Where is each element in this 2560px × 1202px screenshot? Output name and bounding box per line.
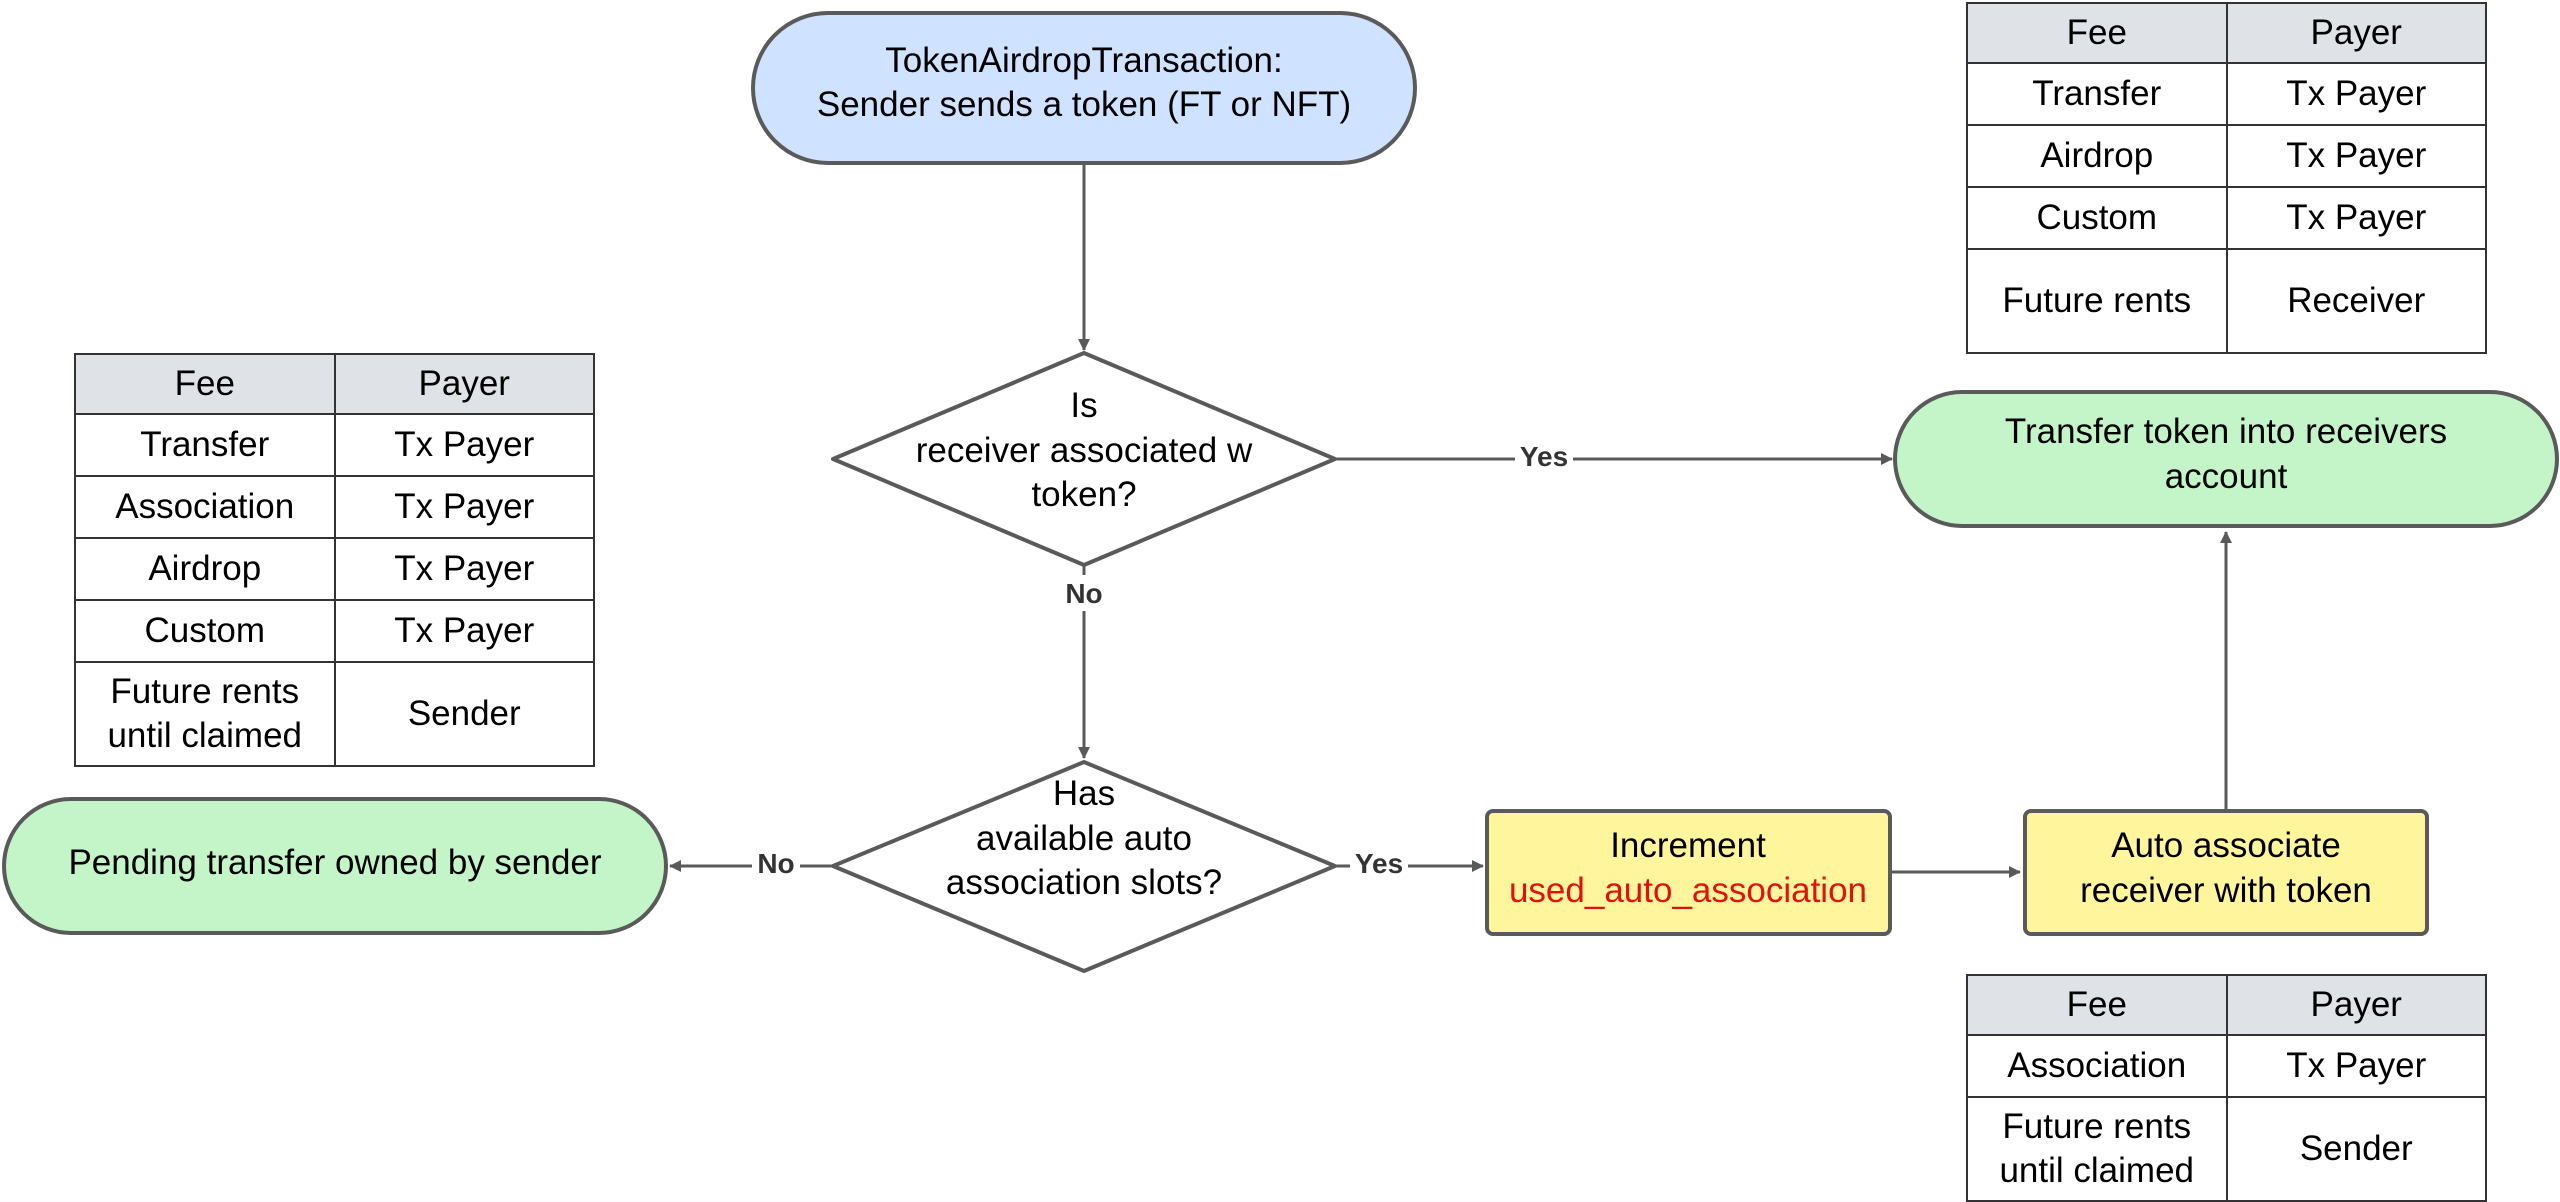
cell-payer: Tx Payer — [2225, 62, 2487, 126]
increment-node: Increment used_auto_association — [1485, 809, 1892, 936]
decision-associated-line3: token? — [1031, 475, 1136, 514]
edge-label-yes-bottom-bg — [1350, 845, 1408, 881]
edge-label-yes-bottom: Yes — [1355, 848, 1403, 879]
decision-slots-line3: association slots? — [946, 863, 1222, 902]
cell-payer: Tx Payer — [2225, 186, 2487, 250]
cell-fee: Association — [74, 475, 336, 539]
transfer-node-line1: Transfer token into receivers — [2005, 412, 2447, 451]
edge-label-yes-top-bg — [1515, 438, 1573, 474]
transfer-node-line2: account — [2165, 457, 2288, 496]
pending-node-shape — [2, 797, 668, 935]
increment-node-line1: Increment — [1610, 826, 1766, 865]
pending-node: Pending transfer owned by sender — [2, 797, 668, 935]
decision-slots-shape — [831, 760, 1337, 973]
start-node-line2: Sender sends a token (FT or NFT) — [817, 85, 1351, 124]
transfer-node: Transfer token into receivers account — [1893, 390, 2559, 528]
edge-label-yes-top: Yes — [1520, 441, 1568, 472]
header-payer: Payer — [2225, 2, 2487, 64]
cell-payer: Tx Payer — [333, 413, 595, 477]
cell-payer: Tx Payer — [2225, 124, 2487, 188]
cell-payer: Tx Payer — [333, 475, 595, 539]
auto-associate-node: Auto associate receiver with token — [2023, 809, 2429, 936]
decision-slots-line1: Has — [1053, 774, 1115, 813]
auto-associate-node-line1: Auto associate — [2111, 826, 2341, 865]
header-payer: Payer — [333, 353, 595, 415]
pending-node-line1: Pending transfer owned by sender — [68, 843, 601, 882]
cell-payer: Receiver — [2225, 248, 2487, 354]
header-fee: Fee — [74, 353, 336, 415]
decision-associated-line1: Is — [1070, 386, 1097, 425]
cell-fee: Custom — [1966, 186, 2228, 250]
edge-label-no-middle: No — [1065, 578, 1102, 609]
cell-fee: Future rents until claimed — [74, 661, 336, 767]
auto-associate-node-shape — [2023, 809, 2429, 936]
header-fee: Fee — [1966, 2, 2228, 64]
cell-fee: Airdrop — [1966, 124, 2228, 188]
auto-associate-node-line2: receiver with token — [2080, 871, 2372, 910]
cell-fee: Airdrop — [74, 537, 336, 601]
header-payer: Payer — [2225, 974, 2487, 1036]
edge-label-no-left-bg — [752, 845, 800, 881]
edge-label-no-middle-bg — [1060, 575, 1108, 611]
increment-node-line2: used_auto_association — [1509, 871, 1867, 910]
start-node-line1: TokenAirdropTransaction: — [885, 41, 1283, 80]
cell-payer: Tx Payer — [333, 599, 595, 663]
decision-slots: Has available auto association slots? — [831, 760, 1337, 973]
cell-fee: Custom — [74, 599, 336, 663]
decision-associated: Is receiver associated w token? — [831, 351, 1337, 567]
cell-payer: Sender — [2225, 1096, 2487, 1202]
cell-fee: Association — [1966, 1034, 2228, 1098]
start-node-shape — [751, 11, 1417, 165]
cell-payer: Tx Payer — [2225, 1034, 2487, 1098]
decision-associated-shape — [831, 351, 1337, 567]
cell-fee: Transfer — [1966, 62, 2228, 126]
increment-node-shape — [1485, 809, 1892, 936]
cell-payer: Tx Payer — [333, 537, 595, 601]
transfer-node-shape — [1893, 390, 2559, 528]
cell-fee: Transfer — [74, 413, 336, 477]
cell-fee: Future rents — [1966, 248, 2228, 354]
cell-payer: Sender — [333, 661, 595, 767]
start-node: TokenAirdropTransaction: Sender sends a … — [751, 11, 1417, 165]
cell-fee: Future rents until claimed — [1966, 1096, 2228, 1202]
header-fee: Fee — [1966, 974, 2228, 1036]
edge-label-no-left: No — [757, 848, 794, 879]
decision-slots-line2: available auto — [976, 819, 1192, 858]
decision-associated-line2: receiver associated w — [916, 431, 1253, 470]
